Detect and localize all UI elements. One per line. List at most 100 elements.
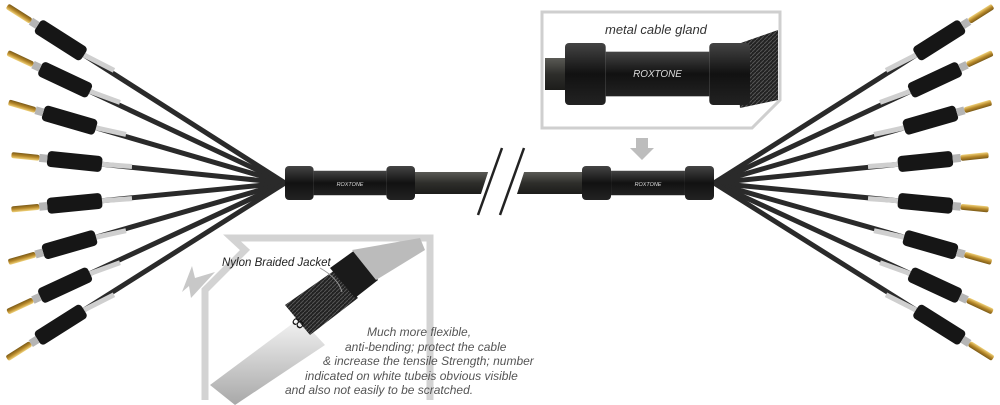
jacket-label: Nylon Braided Jacket — [222, 257, 331, 269]
jack-gold-tip — [968, 341, 994, 361]
jack-collar — [28, 17, 40, 29]
jack-housing — [913, 304, 966, 345]
white-number-sleeve — [95, 125, 127, 137]
gland-label: metal cable gland — [605, 22, 707, 37]
fan-cable — [713, 125, 905, 186]
black-jacket-sample — [330, 250, 378, 298]
jack-collar — [960, 17, 972, 29]
gland-body — [605, 51, 710, 97]
jack-collar — [38, 153, 48, 163]
jack-collar — [38, 202, 48, 211]
jack-collar — [955, 248, 966, 259]
jack-collar — [960, 335, 972, 347]
jack-gold-tip — [960, 203, 989, 213]
jack-gold-tip — [6, 4, 32, 23]
gland-body — [313, 170, 387, 196]
jack-housing — [41, 230, 98, 260]
jack-body-group — [11, 193, 103, 214]
description-line: and also not easily to be scratched. — [285, 383, 474, 397]
jack-body-group — [8, 230, 98, 265]
jack-collar — [34, 106, 45, 117]
jack-collar — [955, 106, 966, 117]
white-number-sleeve — [873, 228, 905, 240]
description-line: indicated on white tubeis obvious visibl… — [305, 368, 518, 383]
gland-nut — [565, 43, 606, 105]
jack-gold-tip — [966, 297, 994, 314]
jack-connector — [8, 99, 286, 186]
jack-gold-tip — [6, 341, 32, 361]
jack-housing — [902, 230, 959, 259]
jack-body-group — [907, 50, 994, 98]
white-number-sleeve — [879, 260, 911, 276]
brand-logo: ROXTONE — [635, 182, 662, 188]
jacket-pointer-line — [319, 267, 343, 293]
fan-cable — [713, 180, 899, 204]
description-line: Much more flexible, — [367, 325, 472, 339]
jack-body-group — [897, 151, 989, 172]
jack-gold-tip — [8, 99, 36, 113]
jack-housing — [913, 20, 966, 61]
fan-cable — [712, 180, 918, 313]
jack-connector — [713, 100, 992, 186]
jack-body-group — [6, 304, 87, 361]
jack-connector — [8, 180, 286, 265]
white-number-sleeve — [89, 89, 121, 105]
fan-cable — [712, 52, 918, 186]
jack-collar — [31, 293, 42, 304]
right-fanout — [712, 4, 994, 361]
arrow-down-icon — [630, 138, 654, 160]
jack-connector — [7, 50, 287, 186]
break-slash-right — [498, 147, 526, 216]
jack-connector — [712, 180, 994, 361]
jack-housing — [34, 20, 87, 61]
callout-cable-gland: ROXTONE — [565, 43, 750, 105]
fan-cable — [95, 180, 286, 240]
jack-housing — [46, 193, 103, 214]
jack-gold-tip — [968, 4, 994, 24]
jack-connector — [712, 4, 994, 186]
jack-housing — [897, 151, 954, 172]
jack-connector — [713, 180, 989, 214]
gland-nut — [709, 43, 750, 105]
fan-cable — [82, 180, 287, 313]
jack-housing — [46, 151, 103, 172]
jack-connector — [6, 180, 287, 361]
jack-connector — [712, 180, 994, 314]
jack-connector — [11, 180, 286, 214]
jack-collar — [34, 248, 45, 259]
jack-housing — [38, 62, 93, 98]
jack-housing — [38, 267, 93, 303]
jack-gold-tip — [960, 152, 989, 161]
jack-body-group — [6, 4, 87, 61]
jack-housing — [897, 193, 954, 214]
jack-collar — [28, 335, 40, 348]
jacket-description: Much more flexible, anti-bending; protec… — [285, 325, 615, 398]
jack-body-group — [902, 100, 992, 135]
jack-body-group — [6, 267, 93, 314]
left-cable-gland: ROXTONE — [285, 166, 415, 200]
white-number-sleeve — [89, 260, 121, 276]
jack-gold-tip — [966, 50, 994, 67]
jack-gold-tip — [8, 252, 36, 265]
description-line: & increase the tensile Strength; number — [323, 354, 534, 368]
left-fanout — [6, 4, 287, 361]
jack-body-group — [897, 193, 989, 214]
fan-cable — [712, 180, 912, 276]
gland-body — [611, 170, 685, 196]
fan-cable — [101, 161, 286, 186]
jack-housing — [907, 267, 962, 303]
fan-cable — [713, 180, 905, 240]
fan-cable — [88, 89, 287, 186]
white-number-sleeve — [82, 292, 116, 313]
white-number-sleeve — [101, 161, 133, 170]
jack-gold-tip — [964, 100, 992, 113]
white-number-sleeve — [879, 89, 911, 105]
jack-connector — [713, 151, 989, 186]
gland-nut — [684, 166, 714, 200]
jack-collar — [952, 202, 962, 211]
fan-cable — [101, 180, 286, 204]
right-cable-gland: ROXTONE — [582, 166, 714, 200]
jack-connector — [6, 4, 287, 186]
